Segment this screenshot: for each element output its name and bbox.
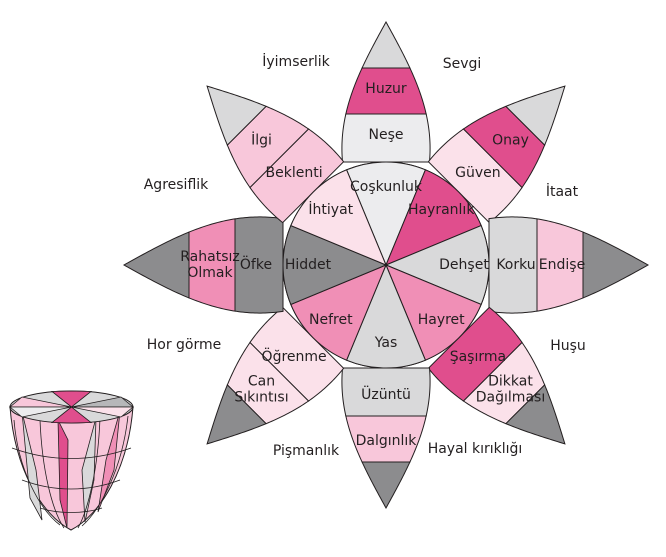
emotion-label-up-right-2: Güven bbox=[455, 165, 501, 181]
emotion-label-left-1: Hiddet bbox=[285, 257, 332, 273]
petal-left bbox=[122, 216, 284, 314]
center-wedge-up-right bbox=[385, 169, 482, 266]
combination-label-sevgi: Sevgi bbox=[443, 56, 482, 72]
combination-labels: Sevgi İtaat Huşu Hayal kırıklığı Pişmanl… bbox=[144, 52, 586, 459]
center-wedge-up bbox=[345, 161, 427, 267]
center-wedge-left bbox=[282, 224, 388, 306]
emotion-label-up-right-3: Onay bbox=[492, 133, 529, 149]
emotion-label-down-2: Üzüntü bbox=[361, 385, 411, 403]
petal-up-left bbox=[206, 85, 345, 224]
combination-label-hor-gorme: Hor görme bbox=[147, 337, 222, 353]
emotion-label-right-3: Endişe bbox=[539, 257, 585, 273]
emotion-label-up-left-3: İlgi bbox=[251, 131, 272, 149]
emotion-label-right-1: Dehşet bbox=[439, 257, 489, 273]
petal-down-left-band-4 bbox=[206, 384, 267, 445]
emotion-label-down-left-2: Öğrenme bbox=[262, 347, 327, 365]
petal-left-band-4 bbox=[122, 231, 190, 299]
combination-label-pismanlik: Pişmanlık bbox=[273, 443, 340, 459]
center-wedge-right bbox=[384, 224, 490, 306]
emotion-label-up-left-2: Beklenti bbox=[266, 165, 323, 181]
center-wedge-down-right bbox=[385, 264, 482, 361]
emotion-label-right-2: Korku bbox=[496, 257, 535, 273]
emotion-label-down-1: Yas bbox=[374, 335, 398, 351]
petal-down-right bbox=[427, 306, 566, 445]
combination-label-hayal-kirikligi: Hayal kırıklığı bbox=[428, 441, 523, 457]
emotion-label-up-right-1: Hayranlık bbox=[408, 202, 475, 218]
emotion-label-down-right-2: Şaşırma bbox=[450, 349, 506, 365]
emotion-label-up-2: Neşe bbox=[369, 127, 404, 143]
emotion-label-down-left-1: Nefret bbox=[309, 312, 353, 328]
combination-label-iyimserlik: İyimserlik bbox=[262, 52, 330, 70]
emotion-label-down-3: Dalgınlık bbox=[356, 433, 418, 449]
emotion-label-up-1: Coşkunluk bbox=[350, 179, 423, 195]
petal-up bbox=[341, 20, 431, 163]
combination-label-husu: Huşu bbox=[550, 338, 586, 354]
petal-down bbox=[341, 367, 431, 510]
petal-up-left-band-4 bbox=[206, 85, 267, 146]
petal-up-right-band-4 bbox=[505, 85, 566, 146]
center-wedge-down bbox=[345, 263, 427, 369]
combination-label-agresiflik: Agresiflik bbox=[144, 177, 209, 193]
petal-up-right bbox=[427, 85, 566, 224]
emotion-label-up-3: Huzur bbox=[365, 81, 407, 97]
petal-right bbox=[488, 216, 650, 314]
petal-down-left bbox=[206, 306, 345, 445]
center-wedge-up-left bbox=[290, 169, 387, 266]
emotion-label-up-left-1: İhtiyat bbox=[308, 200, 353, 218]
petal-up-band-4 bbox=[361, 20, 411, 69]
center-wedge-down-left bbox=[290, 264, 387, 361]
cone-illustration bbox=[8, 390, 135, 531]
combination-label-itaat: İtaat bbox=[546, 182, 579, 200]
petal-down-band-4 bbox=[361, 461, 411, 510]
emotion-label-left-2: Öfke bbox=[240, 255, 272, 273]
petal-down-right-band-4 bbox=[505, 384, 566, 445]
petal-right-band-4 bbox=[582, 231, 650, 299]
emotion-label-down-right-1: Hayret bbox=[418, 312, 465, 328]
